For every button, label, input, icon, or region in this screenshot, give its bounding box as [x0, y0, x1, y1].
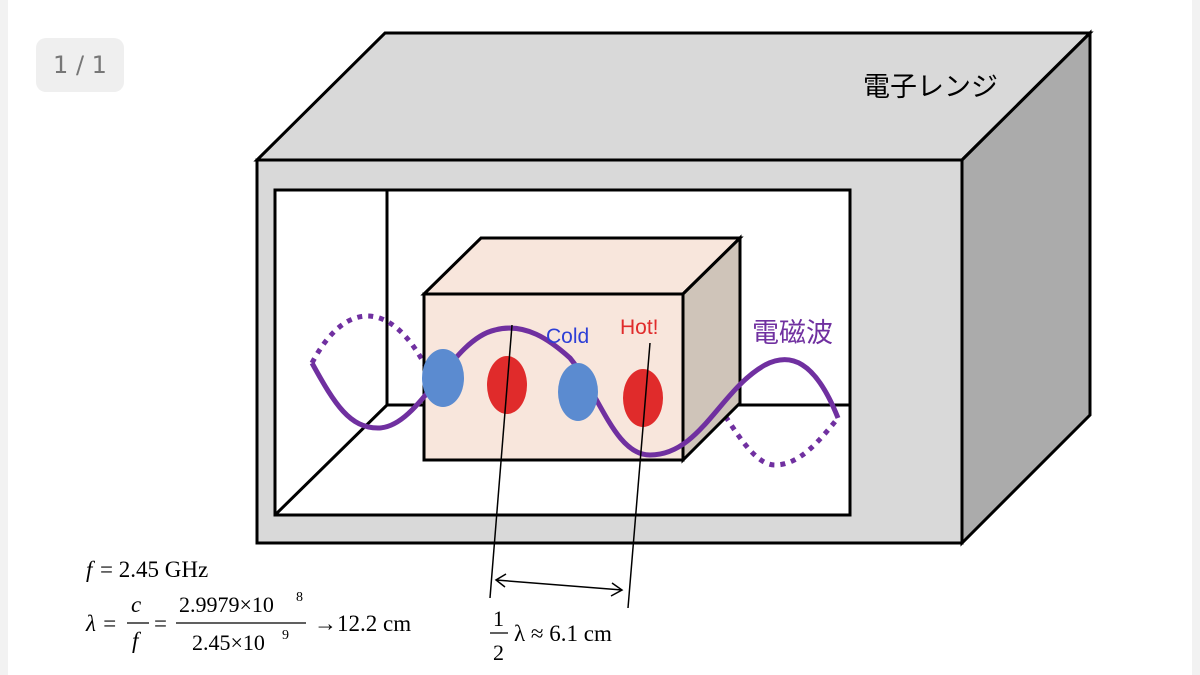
- measure-arrow: [495, 579, 623, 591]
- cold-spot: [558, 363, 598, 421]
- wave-label: 電磁波: [752, 318, 833, 349]
- frequency-value: = 2.45 GHz: [100, 557, 208, 582]
- hot-label: Hot!: [620, 316, 659, 339]
- speed-of-light-exponent: 8: [296, 590, 303, 605]
- c-over-f-numerator: c: [131, 592, 141, 617]
- half-fraction-numerator: 1: [493, 606, 504, 631]
- frequency-hz-exponent: 9: [282, 628, 289, 643]
- wavelength-equals: =: [154, 611, 167, 636]
- cavity-floor-diagonal: [273, 403, 389, 517]
- cold-spot: [422, 349, 464, 407]
- speed-of-light-value: 2.9979×10: [179, 592, 274, 617]
- measure-line-right: [627, 342, 651, 609]
- c-over-f-denominator: f: [132, 628, 142, 653]
- page-counter: 1 / 1: [36, 38, 124, 92]
- cold-label: Cold: [546, 325, 589, 348]
- oven-label: 電子レンジ: [863, 72, 998, 103]
- hot-spot: [623, 369, 663, 427]
- wavelength-lhs: λ =: [85, 611, 117, 636]
- half-wavelength-value: λ ≈ 6.1 cm: [514, 621, 612, 646]
- wave-solid: [309, 325, 841, 458]
- wavelength-result: →12.2 cm: [314, 611, 411, 636]
- measure-arrowhead-left: [494, 573, 507, 588]
- frequency-hz-value: 2.45×10: [192, 630, 265, 655]
- frequency-symbol: f: [86, 557, 96, 582]
- measure-arrowhead-right: [610, 582, 624, 597]
- measure-line-left: [489, 324, 513, 599]
- half-fraction-denominator: 2: [493, 640, 504, 665]
